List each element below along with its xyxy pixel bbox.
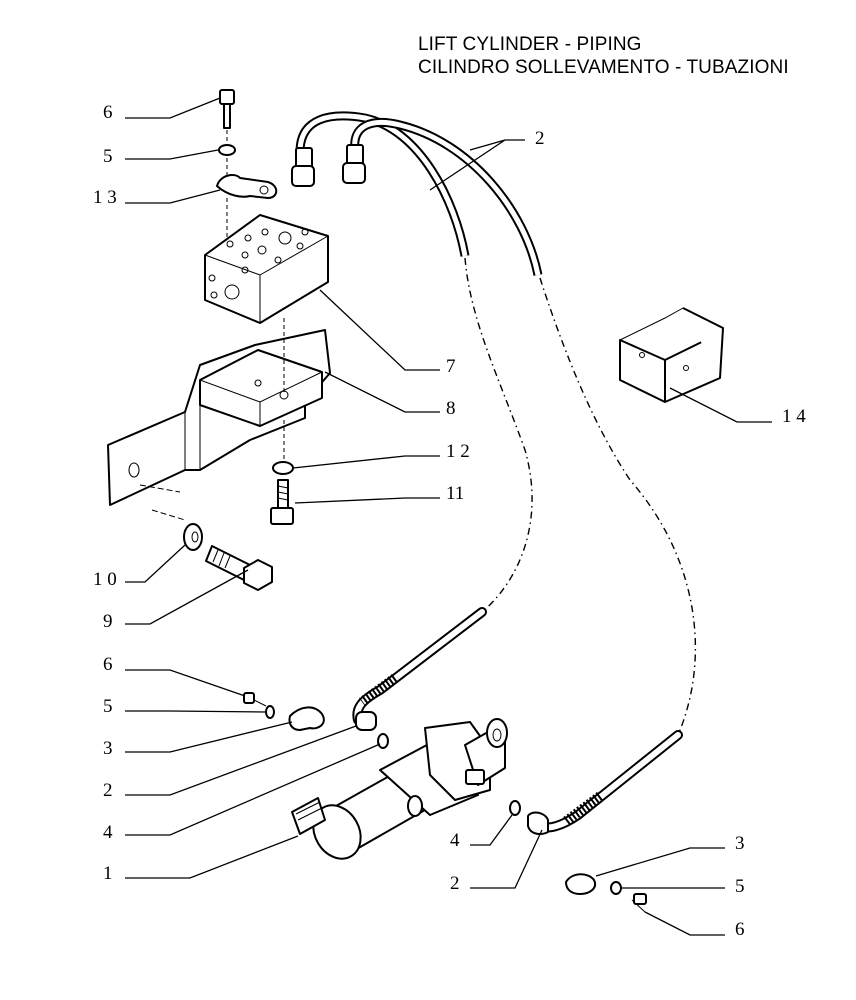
callout-6-top: 6 — [103, 102, 113, 123]
bolt-top — [219, 89, 235, 129]
leader-lines — [125, 97, 772, 936]
callout-2-bottom: 2 — [450, 873, 460, 894]
hose-lower-right — [527, 730, 683, 835]
screw-mid — [243, 692, 267, 707]
lift-cylinder — [291, 718, 508, 860]
screw-right — [631, 893, 647, 913]
washer-right — [610, 881, 622, 895]
hose-path-a — [464, 257, 533, 613]
callout-14: 1 4 — [782, 406, 806, 427]
mounting-bracket — [107, 329, 331, 506]
callout-4-right: 4 — [450, 830, 460, 851]
callout-12: 1 2 — [446, 441, 470, 462]
clip-top — [216, 173, 278, 199]
callout-2-top: 2 — [535, 128, 545, 149]
washer-top — [218, 144, 236, 156]
u-bracket-14 — [619, 307, 724, 403]
title-line-2: CILINDRO SOLLEVAMENTO - TUBAZIONI — [418, 57, 789, 78]
o-ring-left — [377, 733, 389, 749]
callout-5-right: 5 — [735, 876, 745, 897]
callout-13: 1 3 — [93, 187, 117, 208]
clip-mid — [288, 706, 325, 731]
callout-11: 11 — [446, 483, 464, 504]
callout-8: 8 — [446, 398, 456, 419]
callout-6-right: 6 — [735, 919, 745, 940]
callout-7: 7 — [446, 356, 456, 377]
valve-block — [204, 214, 329, 324]
callout-6-mid: 6 — [103, 654, 113, 675]
callout-10: 1 0 — [93, 569, 117, 590]
callout-3-mid: 3 — [103, 738, 113, 759]
bolt-11 — [270, 479, 294, 525]
hose-lower-left — [352, 607, 487, 731]
bolt-9 — [205, 545, 273, 591]
callout-4-left: 4 — [103, 822, 113, 843]
callout-1: 1 — [103, 863, 113, 884]
callout-2-mid: 2 — [103, 780, 113, 801]
washer-10 — [183, 523, 203, 551]
washer-mid — [265, 705, 275, 719]
o-ring-right — [509, 800, 521, 816]
callout-5-mid: 5 — [103, 696, 113, 717]
hose-path-b — [539, 277, 697, 736]
callout-5-top: 5 — [103, 146, 113, 167]
callout-3-right: 3 — [735, 833, 745, 854]
washer-12 — [272, 461, 294, 475]
hose-upper-pair — [291, 111, 543, 276]
callout-9: 9 — [103, 611, 113, 632]
title-line-1: LIFT CYLINDER - PIPING — [418, 34, 642, 55]
clip-right — [565, 873, 596, 895]
